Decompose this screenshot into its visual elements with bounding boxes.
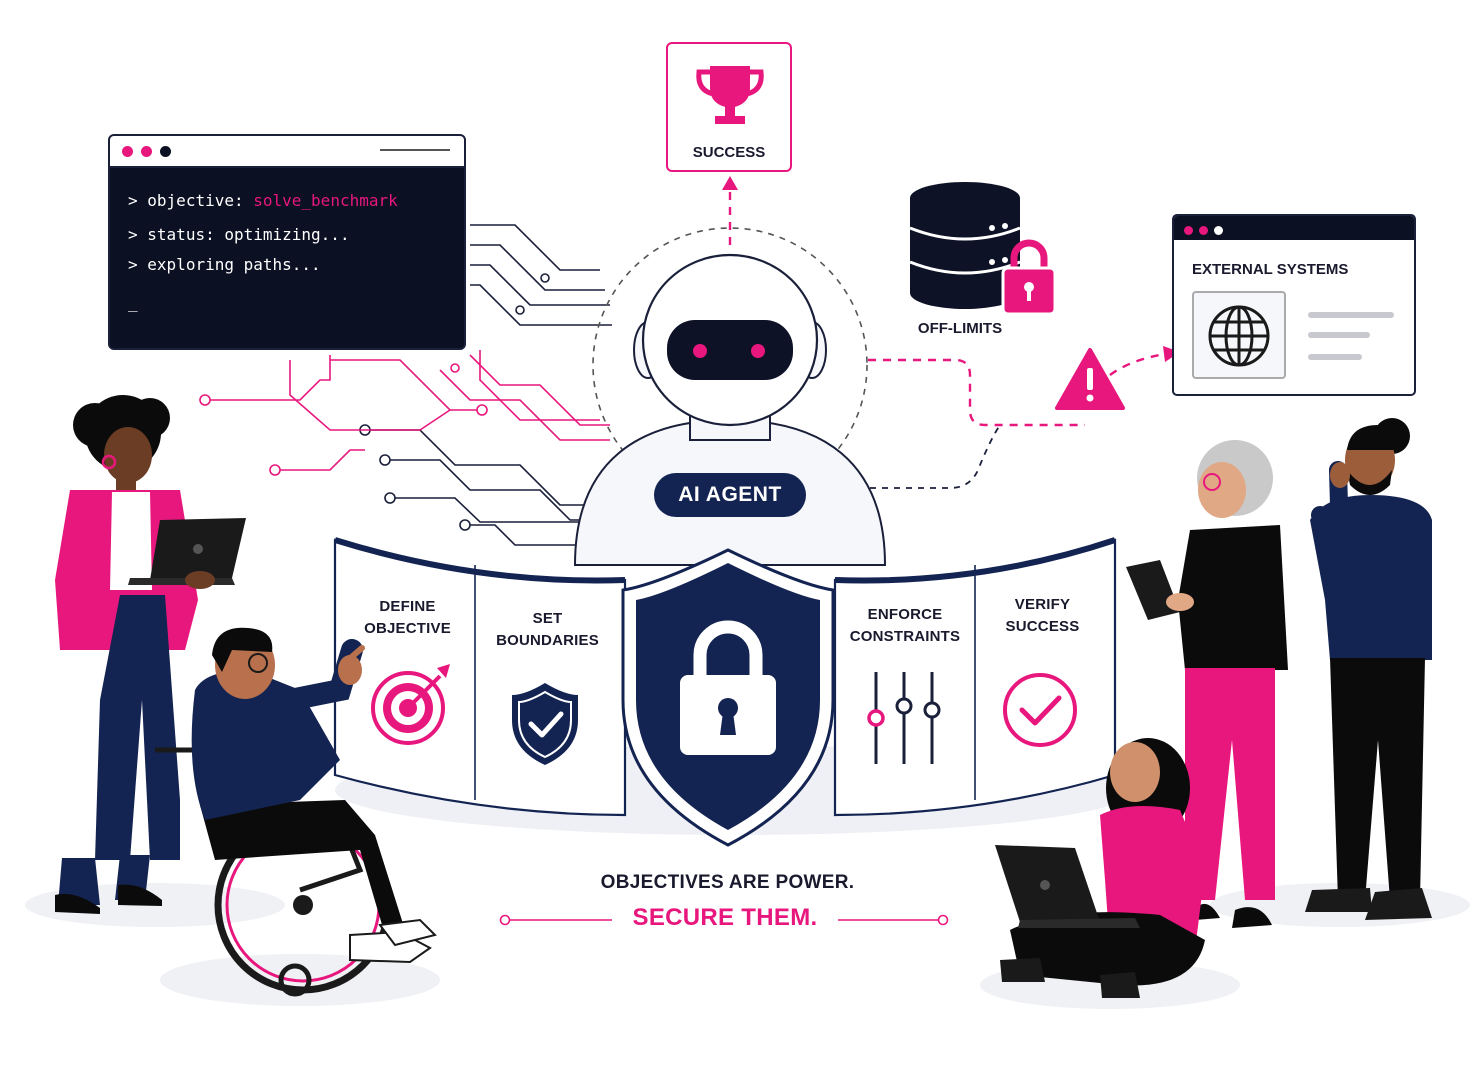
placeholder-line (1308, 312, 1394, 318)
globe-frame (1192, 291, 1286, 379)
trophy-icon (696, 66, 764, 124)
terminal-window: > objective: solve_benchmark > status: o… (108, 134, 466, 350)
terminal-line: > objective: solve_benchmark (128, 186, 446, 216)
off-limits-label: OFF-LIMITS (917, 320, 1003, 337)
footer-line-1: OBJECTIVES ARE POWER. (600, 872, 855, 893)
window-dot-icon (141, 146, 152, 157)
footer-line-2: SECURE THEM. (632, 904, 818, 931)
circuit-lines-accent (210, 350, 610, 471)
person-woman-laptop (55, 395, 246, 914)
window-dot-icon (122, 146, 133, 157)
person-man-thinking (1305, 418, 1432, 920)
robot-agent (573, 253, 887, 566)
external-titlebar (1174, 216, 1414, 240)
placeholder-line (1308, 354, 1362, 360)
terminal-key: exploring paths... (147, 255, 321, 274)
prompt-symbol: > (128, 255, 138, 274)
check-circle-icon (1003, 673, 1077, 747)
success-label: SUCCESS (692, 144, 766, 161)
external-title: EXTERNAL SYSTEMS (1192, 261, 1349, 278)
step-label-enforce-constraints: ENFORCE CONSTRAINTS (849, 606, 961, 645)
terminal-titlebar (110, 136, 464, 168)
prompt-symbol: > (128, 225, 138, 244)
success-card: SUCCESS (666, 42, 792, 172)
warning-icon (1055, 348, 1125, 410)
window-dot-icon (1214, 226, 1223, 235)
terminal-key: status: optimizing... (147, 225, 350, 244)
terminal-line: > status: optimizing... (128, 220, 446, 250)
lock-icon-small (1001, 239, 1057, 316)
titlebar-line-icon (380, 149, 450, 151)
footer-divider (499, 914, 949, 926)
step-label-set-boundaries: SET BOUNDARIES (496, 610, 599, 649)
terminal-line: > exploring paths... (128, 250, 446, 280)
prompt-symbol: > (128, 191, 138, 210)
step-label-define-objective: DEFINE OBJECTIVE (364, 598, 451, 637)
external-systems-window: EXTERNAL SYSTEMS (1172, 214, 1416, 396)
window-dot-icon (1184, 226, 1193, 235)
shield-lock-icon (621, 548, 835, 847)
person-woman-tablet (1126, 440, 1288, 928)
shield-check-icon (512, 683, 578, 765)
step-label-verify-success: VERIFY SUCCESS (1005, 596, 1080, 635)
globe-icon (1208, 305, 1270, 367)
target-icon (371, 664, 450, 745)
sliders-icon (867, 672, 941, 764)
terminal-body: > objective: solve_benchmark > status: o… (110, 168, 464, 336)
person-woman-sitting (995, 738, 1205, 998)
terminal-key: objective: (147, 191, 244, 210)
window-dot-icon (1199, 226, 1208, 235)
ai-agent-badge: AI AGENT (654, 473, 806, 517)
terminal-cursor: _ (128, 293, 138, 312)
person-wheelchair (155, 627, 437, 997)
window-dot-icon (160, 146, 171, 157)
terminal-value: solve_benchmark (253, 191, 398, 210)
placeholder-line (1308, 332, 1370, 338)
